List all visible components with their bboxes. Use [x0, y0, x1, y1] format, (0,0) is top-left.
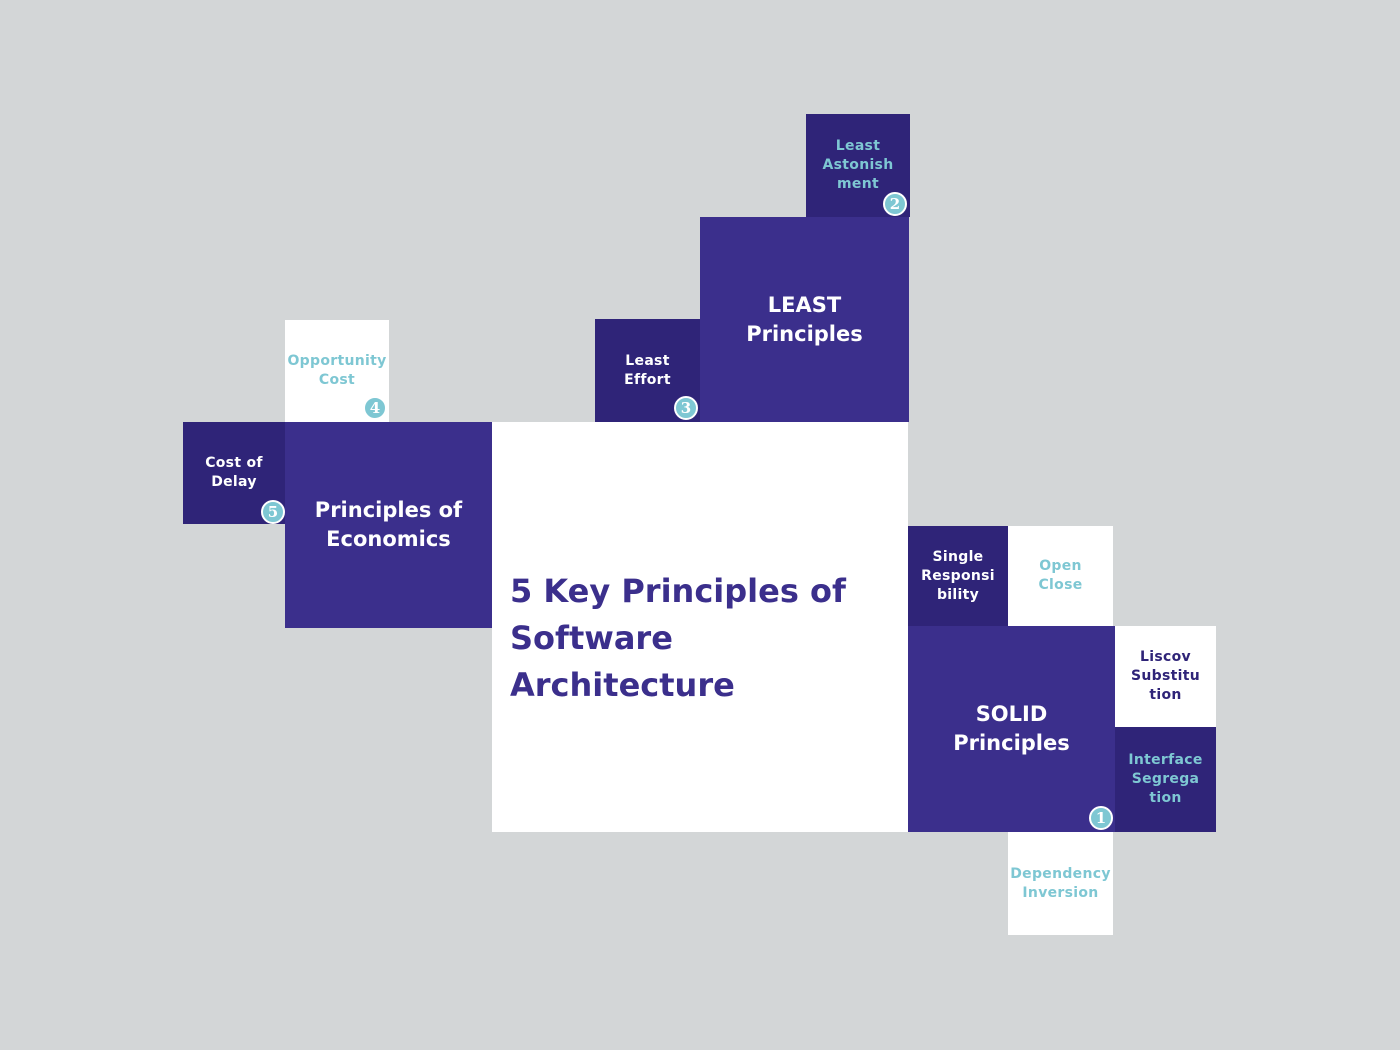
liscov-substitution-tile: Liscov Substitu tion [1115, 626, 1216, 727]
cost-of-delay-label: Cost of Delay [205, 455, 263, 490]
open-close-label: Open Close [1038, 558, 1083, 593]
number-badge-5: 5 [261, 500, 285, 524]
economics-principles-tile: Principles of Economics [285, 422, 492, 628]
dependency-inversion-label: Dependency Inversion [1010, 865, 1111, 901]
interface-segregation-tile: Interface Segrega tion [1115, 727, 1216, 832]
interface-segregation-label: Interface Segrega tion [1128, 752, 1203, 806]
number-badge-4: 4 [363, 396, 387, 420]
number-badge-2: 2 [883, 192, 907, 216]
least-astonishment-tile: Least Astonish ment [806, 114, 910, 217]
solid-principles-tile: SOLID Principles [908, 626, 1115, 832]
least-principles-label: LEAST Principles [746, 292, 863, 346]
liscov-substitution-label: Liscov Substitu tion [1131, 649, 1200, 703]
dependency-inversion-tile: Dependency Inversion [1008, 832, 1113, 935]
main-title-card: 5 Key Principles of Software Architectur… [492, 422, 908, 832]
single-responsibility-label: Single Responsi bility [921, 548, 995, 603]
open-close-tile: Open Close [1008, 526, 1113, 626]
solid-principles-label: SOLID Principles [953, 702, 1070, 755]
single-responsibility-tile: Single Responsi bility [908, 526, 1008, 626]
opportunity-cost-tile: Opportunity Cost [285, 320, 389, 422]
least-astonishment-label: Least Astonish ment [822, 138, 894, 192]
number-badge-3: 3 [674, 396, 698, 420]
number-badge-1: 1 [1089, 806, 1113, 830]
least-effort-label: Least Effort [624, 352, 671, 388]
economics-principles-label: Principles of Economics [314, 498, 463, 551]
least-principles-tile: LEAST Principles [700, 217, 909, 422]
diagram-title: 5 Key Principles of Software Architectur… [510, 572, 846, 704]
opportunity-cost-label: Opportunity Cost [287, 353, 387, 388]
least-effort-tile: Least Effort [595, 319, 700, 422]
